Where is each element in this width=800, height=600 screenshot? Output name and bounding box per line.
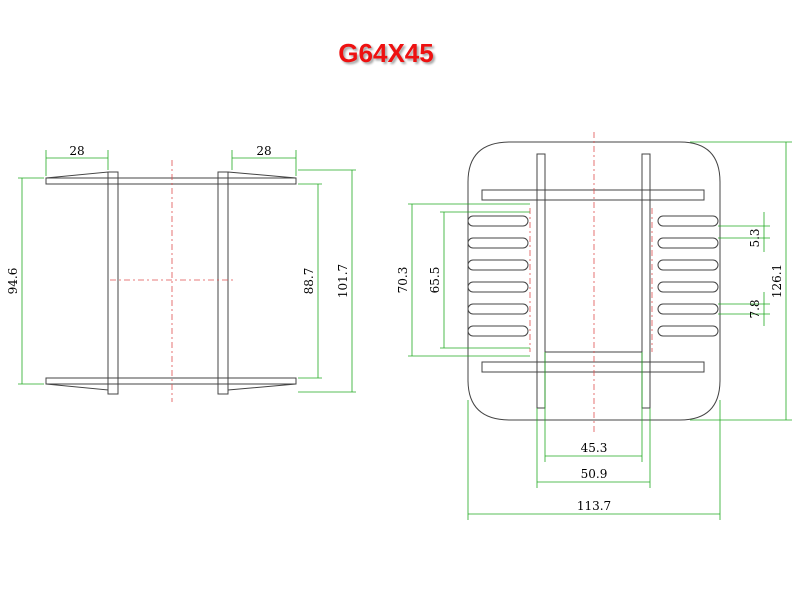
dim-total-height: 126.1 xyxy=(690,141,792,421)
dim-overall-height-label: 94.6 xyxy=(6,268,20,295)
front-view: 70.3 65.5 5.3 7.8 126.1 xyxy=(396,132,792,520)
left-post xyxy=(107,171,119,395)
dim-outer-height-label: 101.7 xyxy=(336,264,350,298)
dim-overall-width: 113.7 xyxy=(467,400,721,520)
dim-overall-height: 94.6 xyxy=(6,177,44,385)
dim-top-left-label: 28 xyxy=(69,144,84,158)
top-flange xyxy=(45,177,297,185)
top-right-taper xyxy=(227,171,297,179)
dim-window-height-label: 70.3 xyxy=(396,267,410,294)
front-top-flange xyxy=(481,189,705,201)
dim-top-right: 28 xyxy=(231,144,297,176)
dim-core-width: 45.3 xyxy=(544,352,643,462)
dim-overall-width-label: 113.7 xyxy=(577,499,611,513)
dim-slot-pitch: 7.8 xyxy=(718,292,770,326)
front-right-post xyxy=(641,153,651,409)
dim-inner-height: 88.7 xyxy=(298,183,322,379)
bottom-flange xyxy=(45,377,297,385)
dim-top-right-label: 28 xyxy=(256,144,271,158)
bottom-right-taper xyxy=(227,383,297,391)
dim-top-left: 28 xyxy=(45,144,109,176)
dim-window-height: 70.3 xyxy=(396,203,530,357)
core-window xyxy=(544,199,643,353)
bobbin-outline xyxy=(467,141,721,421)
front-bottom-flange xyxy=(481,361,705,373)
dim-inner-height-label: 88.7 xyxy=(302,268,316,295)
dim-slot-width-label: 5.3 xyxy=(748,228,762,247)
right-fins xyxy=(657,215,719,337)
side-view: 28 28 94.6 88.7 101.7 xyxy=(6,144,356,402)
dim-slot-width: 5.3 xyxy=(718,212,770,252)
left-fins xyxy=(467,215,529,337)
right-post xyxy=(217,171,229,395)
dim-slot-pitch-label: 7.8 xyxy=(748,299,762,318)
bottom-left-taper xyxy=(45,383,109,391)
front-left-post xyxy=(536,153,546,409)
dim-total-height-label: 126.1 xyxy=(770,264,784,298)
dim-inner-window-height-label: 65.5 xyxy=(428,267,442,294)
dim-flange-span-label: 50.9 xyxy=(581,467,608,481)
dim-flange-span: 50.9 xyxy=(536,408,651,488)
top-left-taper xyxy=(45,171,109,179)
dim-outer-height: 101.7 xyxy=(298,169,356,393)
dim-inner-window-height: 65.5 xyxy=(428,211,530,349)
dim-core-width-label: 45.3 xyxy=(581,441,608,455)
page-title: G64X45 xyxy=(338,38,433,68)
